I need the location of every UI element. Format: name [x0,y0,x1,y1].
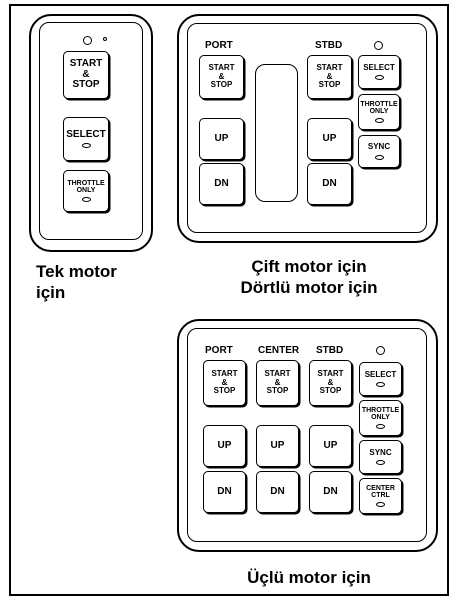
port-up-button[interactable]: UP [199,118,244,160]
twin-status-indicator-light [374,41,383,50]
port-start-stop-button[interactable]: START & STOP [199,55,244,99]
twin-caption-line2: Dörtlü motor için [240,278,378,297]
twin-select-led [374,75,384,81]
stbd-dn-label: DN [322,177,337,189]
twin-throttle-only-led [374,118,384,124]
triple-port-dn-button[interactable]: DN [203,471,246,513]
triple-status-indicator-light [376,346,385,355]
triple-center-up-label: UP [270,439,285,451]
stbd-dn-button[interactable]: DN [307,163,352,205]
triple-center-ctrl-label: CENTER CTRL [366,484,395,499]
triple-center-label: CENTER [258,345,300,356]
twin-throttle-only-button[interactable]: THROTTLE ONLY [358,94,400,130]
sensor-dot [103,37,107,41]
triple-sync-button[interactable]: SYNC [359,440,402,474]
throttle-only-button[interactable]: THROTTLE ONLY [63,170,109,212]
twin-caption-line1: Çift motor için [251,257,367,276]
triple-center-dn-label: DN [270,485,285,497]
triple-port-up-label: UP [217,439,232,451]
triple-stbd-dn-label: DN [323,485,338,497]
throttle-only-label: THROTTLE ONLY [67,179,105,194]
triple-sync-label: SYNC [369,447,392,457]
triple-engine-caption: Üçlü motor için [247,568,371,587]
select-led [81,143,91,149]
stbd-up-label: UP [322,132,337,144]
stbd-start-stop-label: START & STOP [316,63,343,90]
start-stop-label: START & STOP [69,58,103,91]
twin-sync-led [374,154,384,160]
twin-sync-button[interactable]: SYNC [358,135,400,168]
twin-select-button[interactable]: SELECT [358,55,400,89]
triple-throttle-only-button[interactable]: THROTTLE ONLY [359,400,402,436]
single-caption-line2: için [36,283,66,302]
triple-select-label: SELECT [364,369,397,379]
triple-sync-led [376,460,385,466]
port-dn-button[interactable]: DN [199,163,244,205]
triple-stbd-start-stop-button[interactable]: START & STOP [309,360,352,406]
triple-stbd-up-label: UP [323,439,338,451]
triple-center-ctrl-led [376,502,385,508]
stbd-start-stop-button[interactable]: START & STOP [307,55,352,99]
triple-port-start-stop-button[interactable]: START & STOP [203,360,246,406]
triple-throttle-only-label: THROTTLE ONLY [361,406,400,421]
twin-stbd-label: STBD [315,40,343,51]
select-button[interactable]: SELECT [63,117,109,161]
triple-throttle-only-led [376,424,385,430]
single-engine-caption: Tek motor için [36,261,117,303]
triple-stbd-up-button[interactable]: UP [309,425,352,467]
port-start-stop-label: START & STOP [208,63,235,90]
triple-center-dn-button[interactable]: DN [256,471,299,513]
triple-port-dn-label: DN [217,485,232,497]
triple-center-start-stop-label: START & STOP [264,369,291,396]
twin-engine-panel-inner [187,23,427,233]
status-indicator-light [83,36,92,45]
triple-stbd-label: STBD [316,345,344,356]
select-label: SELECT [66,128,106,140]
triple-stbd-start-stop-label: START & STOP [317,369,344,396]
triple-center-up-button[interactable]: UP [256,425,299,467]
triple-port-up-button[interactable]: UP [203,425,246,467]
triple-stbd-dn-button[interactable]: DN [309,471,352,513]
triple-center-ctrl-button[interactable]: CENTER CTRL [359,478,402,514]
twin-port-label: PORT [205,40,233,51]
twin-throttle-only-label: THROTTLE ONLY [360,100,398,115]
triple-port-label: PORT [205,345,233,356]
triple-port-start-stop-label: START & STOP [211,369,238,396]
center-display-window [255,64,298,202]
twin-sync-label: SYNC [367,142,391,152]
triple-select-button[interactable]: SELECT [359,362,402,396]
stbd-up-button[interactable]: UP [307,118,352,160]
throttle-only-led [81,197,91,203]
triple-select-led [376,382,385,388]
start-stop-button[interactable]: START & STOP [63,51,109,99]
single-engine-panel-inner [39,22,143,240]
single-caption-line1: Tek motor [36,262,117,281]
twin-select-label: SELECT [363,62,395,72]
port-up-label: UP [214,132,229,144]
figure-frame [9,4,449,596]
triple-engine-panel-inner [187,328,427,542]
twin-engine-caption: Çift motor için Dörtlü motor için [209,256,409,298]
triple-center-start-stop-button[interactable]: START & STOP [256,360,299,406]
port-dn-label: DN [214,177,229,189]
